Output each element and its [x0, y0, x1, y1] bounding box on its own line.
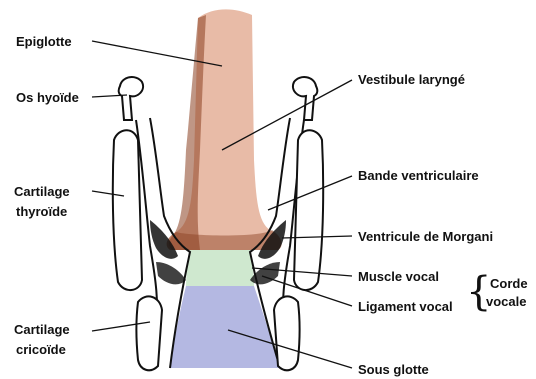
label-bande-ventriculaire: Bande ventriculaire	[358, 168, 479, 183]
label-vestibule-larynge: Vestibule laryngé	[358, 72, 465, 87]
label-corde-vocale-2: vocale	[486, 294, 526, 309]
label-ventricule-de-morgani: Ventricule de Morgani	[358, 229, 493, 244]
label-ligament-vocal: Ligament vocal	[358, 299, 453, 314]
label-cartilage-cricoide-1: Cartilage	[14, 322, 70, 337]
label-cartilage-thyroide-2: thyroïde	[16, 204, 67, 219]
label-sous-glotte: Sous glotte	[358, 362, 429, 377]
label-cartilage-thyroide-1: Cartilage	[14, 184, 70, 199]
label-epiglotte: Epiglotte	[16, 34, 72, 49]
label-corde-vocale-1: Corde	[490, 276, 528, 291]
label-cartilage-cricoide-2: cricoïde	[16, 342, 66, 357]
label-os-hyoide: Os hyoïde	[16, 90, 79, 105]
label-muscle-vocal: Muscle vocal	[358, 269, 439, 284]
subglottic-region	[170, 286, 280, 368]
glottic-region	[186, 250, 254, 286]
